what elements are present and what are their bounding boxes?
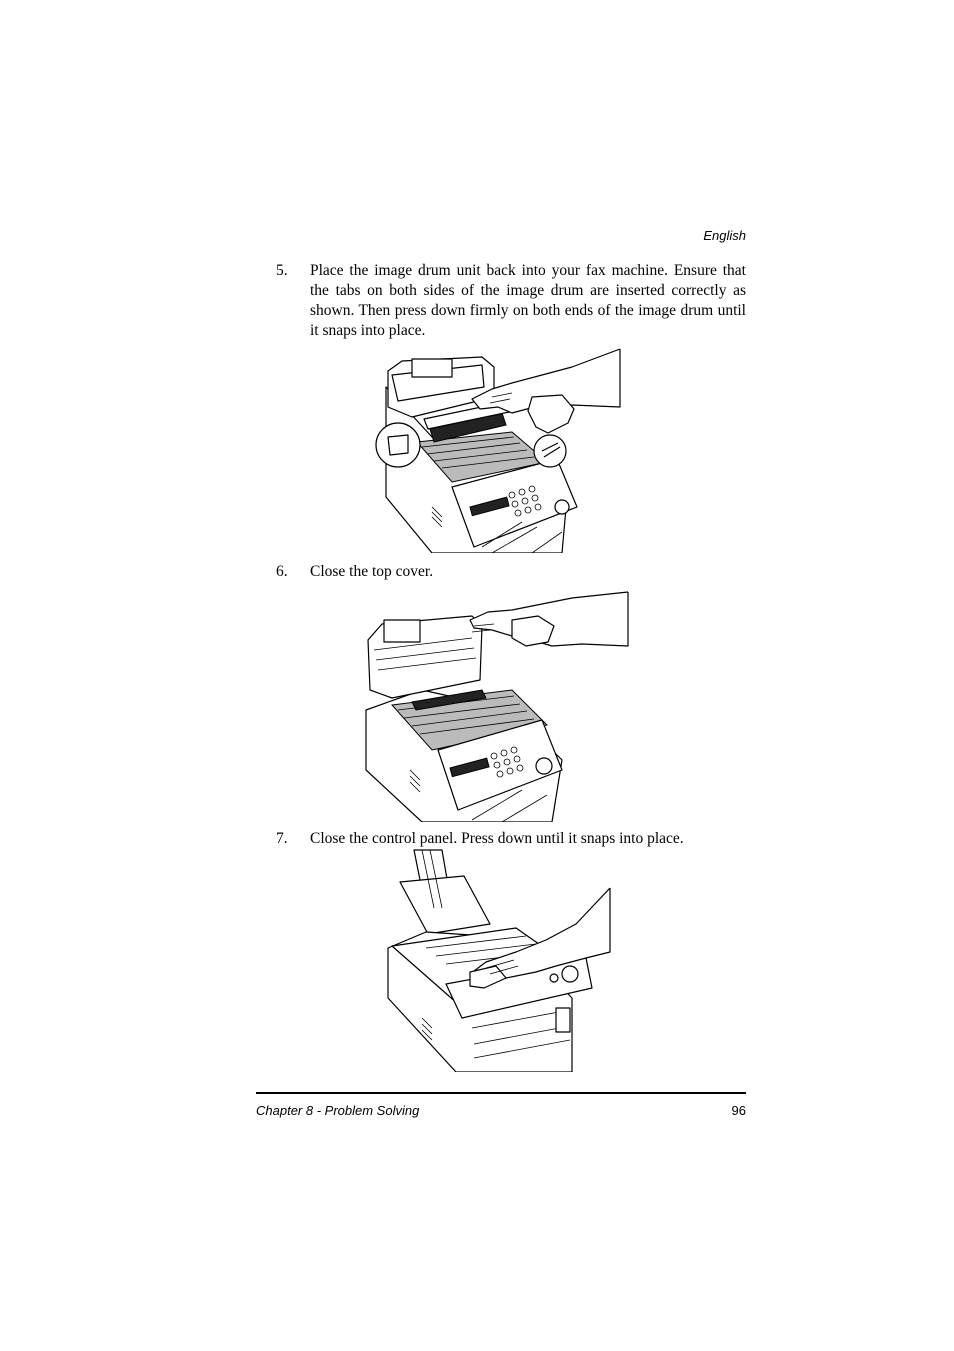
step-text: Close the top cover. (310, 563, 434, 580)
step-number: 5. (276, 262, 288, 279)
step-text: Place the image drum unit back into your… (310, 262, 746, 339)
footer-rule (256, 1092, 746, 1094)
footer-chapter: Chapter 8 - Problem Solving (256, 1103, 420, 1118)
step-5: 5. Place the image drum unit back into y… (276, 261, 746, 343)
step-number: 6. (276, 563, 288, 580)
figure-insert-image-drum (372, 347, 622, 553)
header-language: English (703, 228, 746, 243)
footer-page-number: 96 (731, 1103, 746, 1118)
figure-close-top-cover (362, 590, 630, 822)
step-6: 6. Close the top cover. (276, 562, 746, 582)
figure-close-control-panel (386, 848, 612, 1072)
step-7: 7. Close the control panel. Press down u… (276, 829, 746, 849)
step-text: Close the control panel. Press down unti… (310, 830, 684, 847)
step-number: 7. (276, 830, 288, 847)
